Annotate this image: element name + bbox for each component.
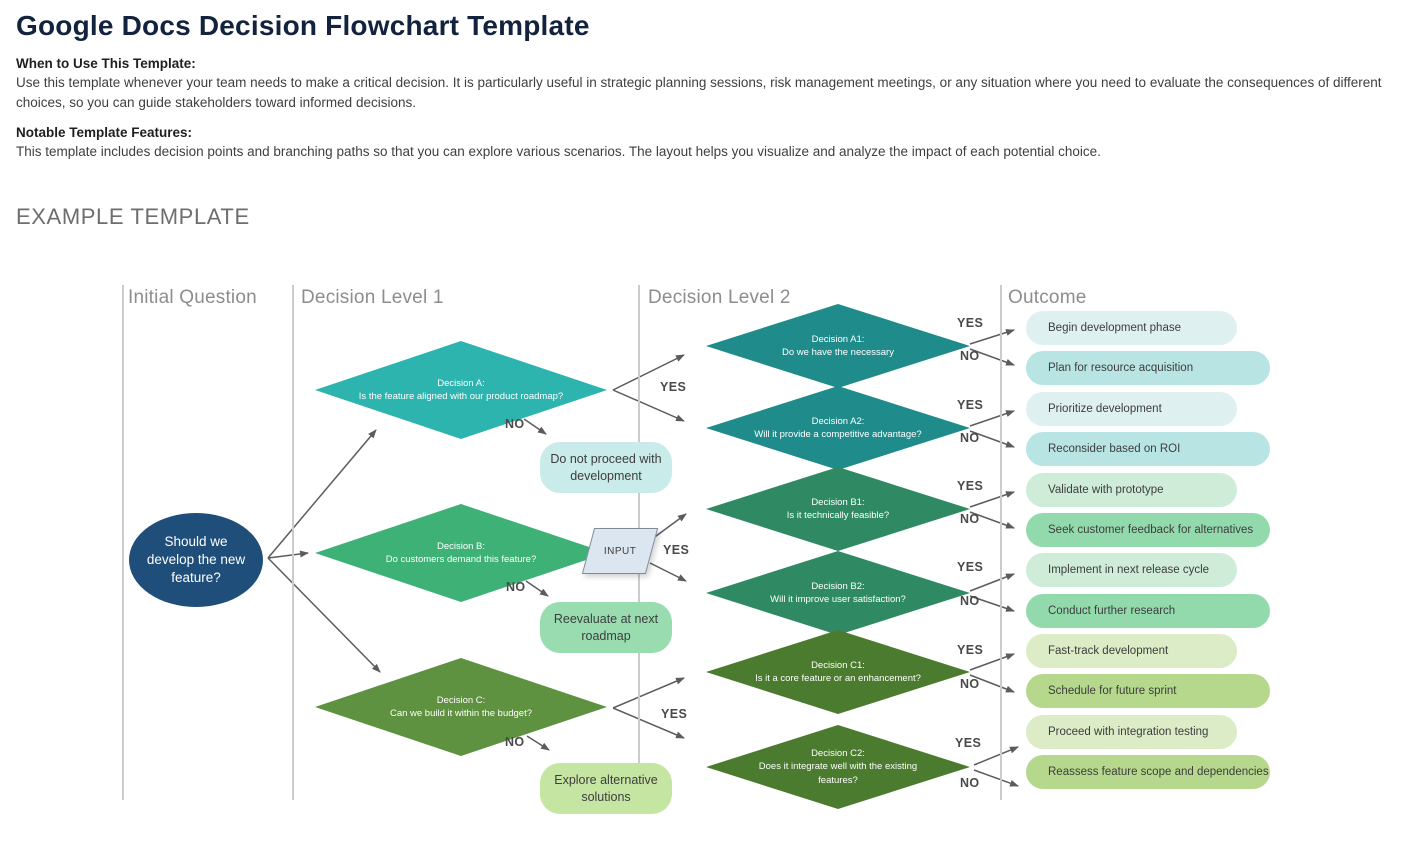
decision-b-title: Decision B: [436, 540, 486, 552]
no-label: NO [960, 677, 980, 691]
decision-c-diamond: Decision C: Can we build it within the bu… [315, 658, 607, 756]
column-header-initial-question: Initial Question [128, 287, 257, 308]
no-label: NO [960, 431, 980, 445]
decision-b1-title: Decision B1: [811, 496, 865, 508]
note-label: Do not proceed with development [550, 452, 662, 483]
intro-text: Google Docs Decision Flowchart Template … [0, 0, 1401, 230]
decision-c1-title: Decision C1: [811, 659, 865, 671]
note-explore-alternatives: Explore alternative solutions [540, 763, 672, 814]
outcome-pill: Implement in next release cycle [1026, 553, 1237, 587]
outcome-pill: Schedule for future sprint [1026, 674, 1270, 708]
page-title: Google Docs Decision Flowchart Template [16, 10, 590, 41]
outcome-pill: Plan for resource acquisition [1026, 351, 1270, 385]
no-label: NO [960, 512, 980, 526]
column-divider [1000, 285, 1002, 800]
decision-c2-diamond: Decision C2:Does it integrate well with … [706, 725, 970, 809]
decision-b2-title: Decision B2: [811, 580, 865, 592]
decision-b1-question: Is it technically feasible? [786, 510, 890, 521]
decision-a1-question: Do we have the necessary [782, 347, 894, 358]
start-node-label: Should we develop the new feature? [146, 533, 246, 586]
decision-a1-diamond: Decision A1: Do we have the necessary [706, 304, 970, 388]
outcome-pill: Conduct further research [1026, 594, 1270, 628]
note-label: Explore alternative solutions [554, 773, 658, 804]
start-node: Should we develop the new feature? [129, 513, 263, 607]
input-shape: INPUT [581, 528, 659, 574]
column-divider [292, 285, 294, 800]
decision-b-question: Do customers demand this feature? [385, 554, 537, 565]
decision-a2-title: Decision A2: [811, 415, 865, 427]
no-label: NO [505, 417, 525, 431]
yes-label: YES [957, 398, 984, 412]
decision-c2-title: Decision C2: [811, 748, 865, 760]
yes-label: YES [663, 543, 690, 557]
outcome-pill: Prioritize development [1026, 392, 1237, 426]
decision-a-diamond: Decision A: Is the feature aligned with o… [315, 341, 607, 439]
yes-label: YES [957, 560, 984, 574]
decision-c-question: Can we build it within the budget? [389, 708, 533, 719]
decision-b2-question: Will it improve user satisfaction? [770, 594, 906, 605]
column-header-decision-level-1: Decision Level 1 [301, 287, 444, 308]
yes-label: YES [661, 707, 688, 721]
note-reevaluate: Reevaluate at next roadmap [540, 602, 672, 653]
example-template-label: EXAMPLE TEMPLATE [16, 203, 250, 229]
decision-b2-diamond: Decision B2: Will it improve user satisfa… [706, 551, 970, 635]
outcome-pill: Begin development phase [1026, 311, 1237, 345]
yes-label: YES [957, 479, 984, 493]
no-label: NO [960, 776, 980, 790]
note-do-not-proceed: Do not proceed with development [540, 442, 672, 493]
yes-label: YES [957, 643, 984, 657]
yes-label: YES [660, 380, 687, 394]
outcome-pill: Validate with prototype [1026, 473, 1237, 507]
decision-c1-question: Is it a core feature or an enhancement? [755, 673, 921, 684]
features-body: This template includes decision points a… [16, 144, 1101, 160]
outcome-pill: Fast-track development [1026, 634, 1237, 668]
decision-c-title: Decision C: [436, 694, 486, 706]
decision-b-diamond: Decision B: Do customers demand this feat… [315, 504, 607, 602]
decision-a-question: Is the feature aligned with our product … [358, 391, 564, 402]
decision-a2-diamond: Decision A2: Will it provide a competitiv… [706, 386, 970, 470]
yes-label: YES [957, 316, 984, 330]
outcome-pill: Proceed with integration testing [1026, 715, 1237, 749]
column-header-decision-level-2: Decision Level 2 [648, 287, 791, 308]
outcome-pill: Seek customer feedback for alternatives [1026, 513, 1270, 547]
when-to-use-body: Use this template whenever your team nee… [16, 75, 1382, 110]
decision-b1-diamond: Decision B1: Is it technically feasible? [706, 467, 970, 551]
decision-c1-diamond: Decision C1: Is it a core feature or an e… [706, 630, 970, 714]
note-label: Reevaluate at next roadmap [553, 612, 659, 643]
when-to-use-heading: When to Use This Template: [16, 56, 196, 71]
features-heading: Notable Template Features: [16, 125, 193, 141]
decision-a2-question: Will it provide a competitive advantage? [754, 429, 922, 440]
no-label: NO [505, 735, 525, 749]
decision-a-title: Decision A: [437, 377, 485, 389]
decision-c2-question: Does it integrate well with the existing… [758, 761, 918, 786]
decision-a1-title: Decision A1: [811, 333, 865, 345]
no-label: NO [960, 349, 980, 363]
column-divider [122, 285, 124, 800]
no-label: NO [506, 580, 526, 594]
column-header-outcome: Outcome [1008, 287, 1087, 308]
outcome-pill: Reconsider based on ROI [1026, 432, 1270, 466]
outcome-pill: Reassess feature scope and dependencies [1026, 755, 1270, 789]
yes-label: YES [955, 736, 982, 750]
input-shape-label: INPUT [603, 545, 637, 557]
no-label: NO [960, 594, 980, 608]
